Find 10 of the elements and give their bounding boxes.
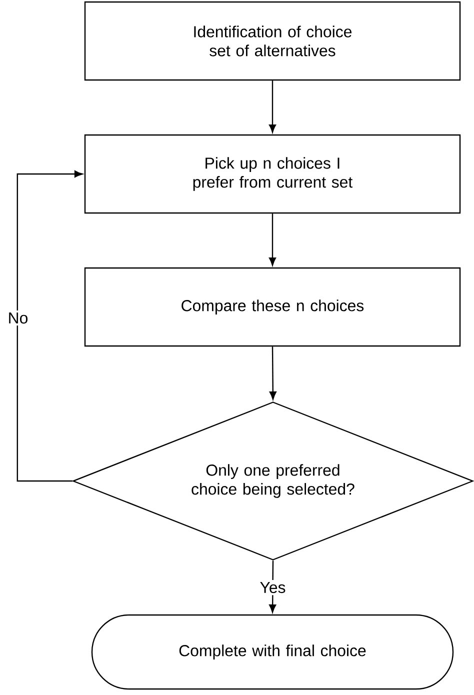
arrow [269, 80, 276, 133]
edge-label: No [6, 310, 30, 326]
arrow [269, 214, 276, 266]
arrow [269, 346, 276, 400]
process-box: Compare these n choices [84, 267, 461, 347]
process-box: Pick up n choices I prefer from current set [84, 134, 461, 214]
arrow [16, 170, 83, 482]
process-box: Identification of choice set of alternatives [84, 1, 461, 81]
terminal-box: Complete with final choice [91, 614, 454, 690]
edge-label: Yes [258, 580, 288, 596]
